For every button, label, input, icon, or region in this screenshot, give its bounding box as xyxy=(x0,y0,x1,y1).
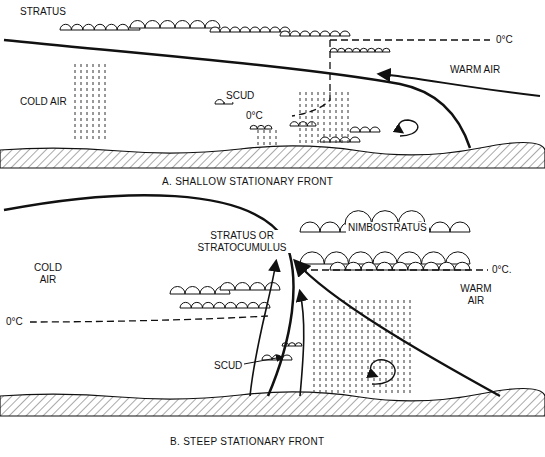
lift-arrow xyxy=(300,292,304,396)
rain-streak xyxy=(270,130,271,146)
air-label: STRATUS xyxy=(18,6,68,18)
rain-streak xyxy=(342,92,343,146)
frontal-surface xyxy=(4,40,470,148)
rain-streak xyxy=(380,300,381,393)
freezing-level xyxy=(300,269,488,270)
rain-streak xyxy=(326,300,327,393)
rain-streak xyxy=(93,64,94,140)
cloud xyxy=(330,48,390,52)
air-label: COLD AIR xyxy=(18,96,69,108)
rain-streak xyxy=(258,130,259,146)
panel-caption: B. STEEP STATIONARY FRONT xyxy=(168,436,326,448)
warm-air-arrow xyxy=(296,262,500,396)
rain-streak xyxy=(410,300,411,393)
frontal-surface xyxy=(4,195,293,396)
rain-streak xyxy=(318,92,319,146)
rain-streak xyxy=(336,92,337,146)
air-label: 0°C xyxy=(244,110,265,122)
cloud xyxy=(130,21,220,28)
cloud xyxy=(210,27,290,32)
rain-streak xyxy=(356,300,357,393)
air-label: SCUD xyxy=(212,360,244,372)
rain-streak xyxy=(81,64,82,140)
air-label: WARM AIR xyxy=(448,64,502,76)
rain-streak xyxy=(264,130,265,146)
cloud xyxy=(60,24,140,30)
ground xyxy=(0,388,545,416)
cloud xyxy=(250,125,272,129)
rain-streak xyxy=(374,300,375,393)
lift-arrow xyxy=(250,262,276,396)
eddy-arrow xyxy=(370,360,395,384)
rain-streak xyxy=(386,300,387,393)
rain-streak xyxy=(350,300,351,393)
rain-streak xyxy=(344,300,345,393)
rain-streak xyxy=(312,92,313,146)
air-label: 0°C xyxy=(494,34,515,46)
cloud xyxy=(180,302,270,308)
warm-air-arrow xyxy=(380,74,540,96)
cloud xyxy=(330,262,470,270)
rain-streak xyxy=(338,300,339,393)
ground xyxy=(0,142,545,168)
air-label: WARM AIR xyxy=(452,283,500,306)
rain-streak xyxy=(99,64,100,140)
air-label: 0°C xyxy=(4,316,25,328)
rain-streak xyxy=(332,300,333,393)
cloud xyxy=(350,127,380,132)
rain-streak xyxy=(87,64,88,140)
air-label: 0°C. xyxy=(490,264,514,276)
rain-streak xyxy=(314,300,315,393)
freezing-level xyxy=(292,40,490,116)
rain-streak xyxy=(348,92,349,146)
rain-streak xyxy=(324,92,325,146)
rain-streak xyxy=(105,64,106,140)
rain-streak xyxy=(368,300,369,393)
rain-streak xyxy=(75,64,76,140)
rain-streak xyxy=(398,300,399,393)
rain-streak xyxy=(300,92,301,146)
eddy-arrow xyxy=(399,120,418,136)
leader-line xyxy=(244,357,282,364)
clouds xyxy=(60,21,470,361)
panel-caption: A. SHALLOW STATIONARY FRONT xyxy=(160,176,335,188)
rain-streak xyxy=(404,300,405,393)
rain-streak xyxy=(306,92,307,146)
freezing-level xyxy=(30,316,268,322)
air-label: COLD AIR xyxy=(26,262,70,285)
cloud xyxy=(280,31,350,36)
air-label: NIMBOSTRATUS xyxy=(346,222,429,234)
cloud xyxy=(320,137,360,142)
air-label: SCUD xyxy=(224,90,256,102)
rain-streak xyxy=(276,130,277,146)
rain-streak xyxy=(320,300,321,393)
air-label: STRATUS OR STRATOCUMULUS xyxy=(190,230,294,253)
